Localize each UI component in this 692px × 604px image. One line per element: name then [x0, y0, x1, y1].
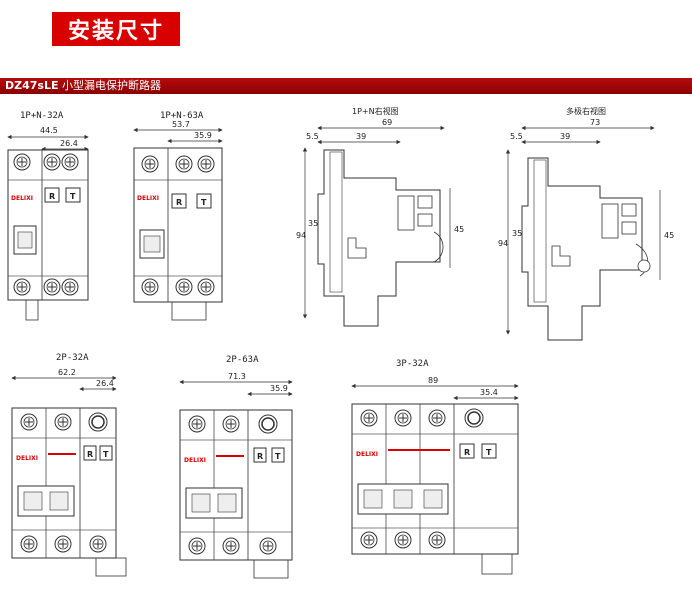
- figure-label: 2P-32A: [56, 353, 89, 363]
- brand-logo: DELIXI: [356, 451, 378, 458]
- product-banner: DZ47sLE 小型漏电保护断路器: [0, 78, 692, 94]
- dimension-width: 53.7: [172, 120, 190, 129]
- dimension-width: 89: [428, 376, 438, 385]
- dimension-height: 94: [498, 239, 508, 248]
- test-button-label: T: [275, 452, 281, 461]
- brand-logo: DELIXI: [184, 457, 206, 464]
- figure-label: 2P-63A: [226, 355, 259, 365]
- reset-button-label: R: [464, 448, 470, 457]
- dimension-b: 39: [356, 132, 366, 141]
- figure-1p-n-63a: 1P+N-63A 53.7 35.9 DELIXI R T: [133, 111, 223, 321]
- brand-logo: DELIXI: [16, 455, 38, 462]
- page-title: 安装尺寸: [52, 12, 180, 46]
- figure-label: 3P-32A: [396, 359, 429, 369]
- reset-button-label: R: [49, 192, 55, 201]
- dimension-h2: 35: [308, 219, 318, 228]
- dimension-h2: 35: [512, 229, 522, 238]
- figure-label: 1P+N右视图: [352, 106, 399, 116]
- figure-multipole-side-view: 多极右视图 73 39 5.5 94 35 45: [498, 106, 674, 341]
- figure-2p-63a: 2P-63A 71.3 35.9 DELIXI R T: [179, 355, 293, 579]
- figure-3p-32a: 3P-32A 89 35.4 DELIXI R T: [351, 359, 519, 575]
- reset-button-label: R: [87, 450, 93, 459]
- figure-1p-n-32a: 1P+N-32A 44.5 26.4 DELIXI R T: [7, 111, 89, 321]
- model-name: DZ47sLE: [5, 79, 59, 92]
- figure-2p-32a: 2P-32A 62.2 26.4 DELIXI R T: [11, 353, 127, 577]
- model-description: 小型漏电保护断路器: [62, 79, 161, 92]
- reset-button-label: R: [257, 452, 263, 461]
- dimension-b: 39: [560, 132, 570, 141]
- dimension-part: 26.4: [60, 139, 78, 148]
- dimension-width: 71.3: [228, 372, 246, 381]
- dimension-height: 94: [296, 231, 306, 240]
- test-button-label: T: [103, 450, 109, 459]
- dimension-part: 35.4: [480, 388, 498, 397]
- test-button-label: T: [486, 448, 492, 457]
- figure-label: 多极右视图: [566, 106, 606, 116]
- dimension-a: 5.5: [510, 132, 523, 141]
- dimension-part: 26.4: [96, 379, 114, 388]
- test-button-label: T: [70, 192, 76, 201]
- reset-button-label: R: [176, 198, 182, 207]
- dimension-c: 73: [590, 118, 600, 127]
- figure-1p-n-side-view: 1P+N右视图 69 39 5.5 94 35 45: [296, 106, 464, 327]
- brand-logo: DELIXI: [137, 195, 159, 202]
- dimension-width: 44.5: [40, 126, 58, 135]
- brand-logo: DELIXI: [11, 195, 33, 202]
- figure-label: 1P+N-63A: [160, 111, 204, 121]
- dimension-width: 62.2: [58, 368, 76, 377]
- dimension-part: 35.9: [194, 131, 212, 140]
- dimension-part: 35.9: [270, 384, 288, 393]
- dimension-a: 5.5: [306, 132, 319, 141]
- dimension-h3: 45: [664, 231, 674, 240]
- dimension-c: 69: [382, 118, 392, 127]
- figure-label: 1P+N-32A: [20, 111, 64, 121]
- test-button-label: T: [201, 198, 207, 207]
- dimension-h3: 45: [454, 225, 464, 234]
